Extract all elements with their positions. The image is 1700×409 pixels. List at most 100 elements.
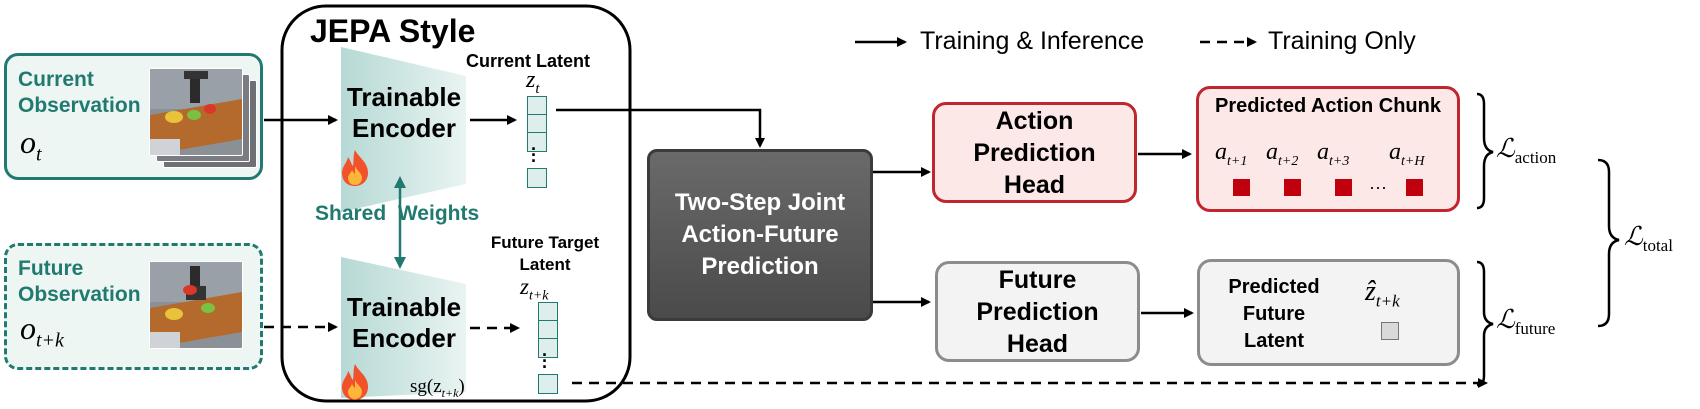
action-chunk-title: Predicted Action Chunk — [1215, 95, 1441, 117]
action-ellipsis: ··· — [1369, 177, 1387, 197]
encoder-top-label: Trainable Encoder — [334, 82, 474, 144]
legend-dashed-label: Training Only — [1268, 27, 1416, 55]
latent-cell — [538, 338, 558, 358]
future-latent-label-line1: Future Target — [490, 233, 600, 252]
encoder-bottom-shape — [341, 257, 466, 398]
robot-scene-photo — [149, 68, 257, 168]
pred-latent-line1: Predicted — [1228, 276, 1320, 298]
robot-scene-icon — [150, 262, 242, 348]
current-observation-label-line2: Observation — [18, 94, 141, 117]
arrow-latent-to-joint-block — [556, 108, 765, 148]
symbol-sub: t — [36, 143, 42, 166]
pred-latent-line3: Latent — [1244, 330, 1304, 352]
symbol-base: o — [20, 310, 36, 346]
loss-action: ℒaction — [1496, 134, 1556, 168]
future-observation-symbol: ot+k — [20, 310, 64, 352]
latent-cell — [538, 374, 558, 394]
loss-total: ℒtotal — [1624, 222, 1673, 256]
future-observation-label-line2: Observation — [18, 283, 141, 306]
action-symbol: at+2 — [1266, 139, 1298, 170]
symbol-sub: t+k — [36, 329, 64, 352]
symbol-sub: t+H — [1401, 153, 1425, 169]
predicted-latent-square — [1381, 322, 1399, 340]
symbol-sub: t+2 — [1278, 153, 1299, 169]
future-latent-symbol: zt+k — [520, 274, 549, 305]
pred-latent-line2: Future — [1242, 303, 1306, 325]
jepa-container — [280, 4, 632, 403]
encoder-top-line1: Trainable — [346, 82, 462, 112]
future-observation-label: Future Observation — [18, 256, 141, 308]
symbol-base: a — [1389, 139, 1401, 165]
action-square — [1406, 179, 1423, 196]
symbol-sub: t+k — [1375, 291, 1400, 311]
predicted-future-latent-label: Predicted Future Latent — [1212, 274, 1336, 355]
latent-cell — [527, 96, 547, 116]
latent-vdots: ··· — [542, 345, 548, 377]
latent-cell — [527, 132, 547, 152]
loss-sub: action — [1514, 148, 1557, 168]
action-head-line1: Action — [995, 106, 1074, 135]
action-square — [1284, 179, 1301, 196]
joint-block-line2: Action-Future — [681, 221, 839, 248]
stopgrad-close: ) — [458, 376, 465, 397]
stop-gradient-label: sg(zt+k) — [410, 376, 465, 401]
latent-cell — [527, 168, 547, 188]
brace-total-loss — [1597, 158, 1620, 328]
action-head-line3: Head — [1003, 170, 1066, 199]
latent-cell — [527, 114, 547, 134]
action-symbol: at+3 — [1317, 139, 1349, 170]
future-observation-label-line1: Future — [18, 257, 84, 280]
predicted-future-latent-box: Predicted Future Latent ẑt+k — [1197, 259, 1460, 366]
photo-front — [149, 261, 243, 349]
stopgrad-sub: t+k — [441, 385, 459, 400]
loss-sub: total — [1642, 236, 1673, 256]
fire-icon — [342, 364, 368, 400]
loss-base: ℒ — [1496, 134, 1515, 163]
symbol-base: a — [1317, 139, 1329, 165]
symbol-base: z — [526, 67, 536, 93]
symbol-sub: t+1 — [1227, 153, 1248, 169]
symbol-base: a — [1266, 139, 1278, 165]
current-latent-symbol: zt — [526, 67, 540, 98]
future-head-line2: Prediction — [976, 297, 1099, 326]
loss-future: ℒfuture — [1496, 305, 1555, 339]
action-prediction-head: Action Prediction Head — [932, 102, 1137, 203]
robot-scene-photo-future — [149, 261, 255, 361]
encoder-bottom-line2: Encoder — [351, 323, 457, 353]
loss-base: ℒ — [1624, 222, 1643, 251]
symbol-sub: t+k — [528, 288, 549, 304]
current-observation-box: Current Observation ot — [4, 53, 263, 180]
loss-base: ℒ — [1496, 305, 1515, 334]
future-head-line3: Head — [1006, 329, 1069, 358]
stopgrad-open: sg(z — [410, 376, 442, 397]
future-observation-box: Future Observation ot+k — [4, 243, 263, 370]
latent-cell — [538, 302, 558, 322]
action-symbol: at+H — [1389, 139, 1424, 170]
current-observation-label-line1: Current — [18, 68, 94, 91]
joint-prediction-block: Two-Step Joint Action-Future Prediction — [647, 149, 873, 321]
future-latent-label-line2: Latent — [519, 255, 571, 274]
symbol-base: z — [520, 274, 529, 299]
future-prediction-head: Future Prediction Head — [935, 261, 1140, 362]
shared-weights-label: Shared Weights — [315, 202, 480, 225]
encoder-top-shape — [341, 47, 466, 212]
photo-front — [149, 68, 243, 156]
loss-sub: future — [1514, 319, 1556, 339]
joint-block-line3: Prediction — [701, 253, 819, 280]
latent-vdots: ··· — [531, 139, 537, 171]
encoder-bottom-line1: Trainable — [346, 292, 462, 322]
encoder-bottom-label: Trainable Encoder — [334, 292, 474, 354]
action-head-line2: Prediction — [973, 138, 1096, 167]
symbol-sub: t — [535, 80, 540, 97]
brace-action-loss — [1476, 92, 1494, 210]
symbol-base: ẑ — [1365, 276, 1376, 307]
fire-icon — [342, 150, 368, 186]
predicted-action-chunk-box: Predicted Action Chunk at+1 at+2 at+3 at… — [1196, 86, 1460, 212]
current-observation-label: Current Observation — [18, 67, 141, 119]
symbol-base: a — [1215, 139, 1227, 165]
robot-scene-icon — [150, 69, 242, 155]
jepa-title: JEPA Style — [310, 13, 476, 49]
future-latent-label: Future Target Latent — [480, 232, 610, 276]
current-observation-symbol: ot — [20, 124, 42, 166]
